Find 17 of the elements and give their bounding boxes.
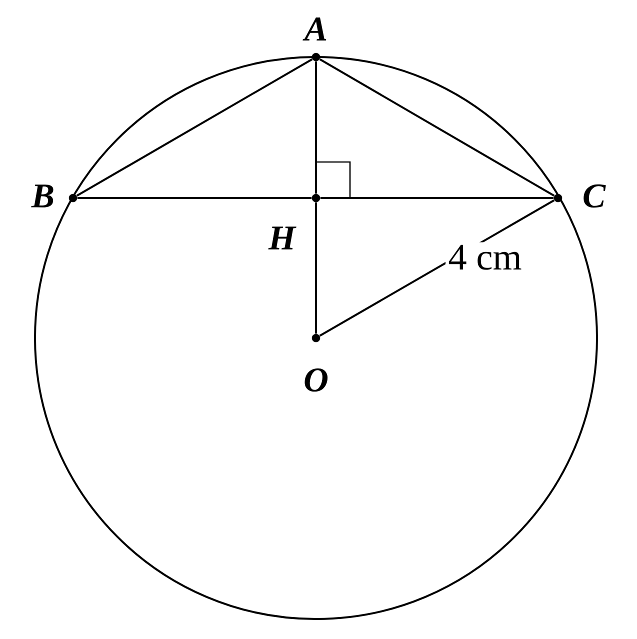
point <box>312 194 320 202</box>
point-label: A <box>302 18 326 40</box>
point <box>312 334 320 342</box>
point <box>68 194 78 202</box>
line-segment <box>315 202 317 334</box>
line-segment <box>319 58 555 197</box>
edge-label: 4 cm <box>446 242 524 272</box>
point-label: O <box>304 368 328 392</box>
point-label: B <box>31 184 54 208</box>
line-segment <box>320 197 554 199</box>
point <box>312 52 320 62</box>
line-segment <box>76 58 313 197</box>
point-label: H <box>268 226 296 250</box>
point <box>554 194 562 202</box>
point-label: C <box>584 184 606 208</box>
line-segment <box>77 197 312 199</box>
line-segment <box>315 61 317 194</box>
